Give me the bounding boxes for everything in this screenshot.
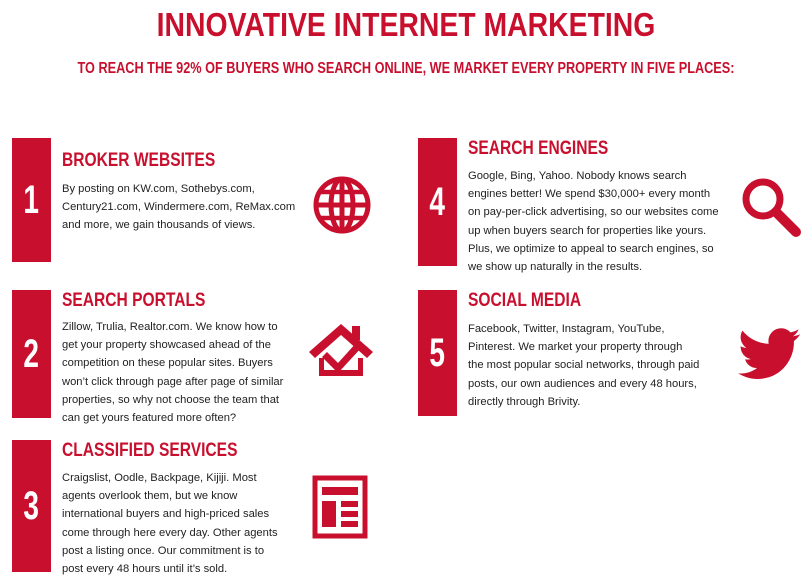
body-line: up when buyers search for properties lik… (468, 224, 707, 237)
body-line: get your property showcased ahead of the (62, 339, 271, 352)
magnifier-icon (742, 178, 801, 237)
section-number: 1 (23, 177, 40, 222)
section-heading: SEARCH ENGINES (468, 138, 609, 159)
section-heading: BROKER WEBSITES (62, 150, 216, 171)
section-body: Google, Bing, Yahoo. Nobody knows search… (468, 167, 719, 276)
globe-icon (313, 176, 371, 234)
body-line: properties, so why not choose the team t… (62, 393, 280, 406)
section-number-badge: 3 (12, 440, 51, 572)
body-line: post every 48 hours until it’s sold. (62, 563, 228, 576)
section-number: 2 (23, 331, 40, 376)
section-number: 4 (429, 179, 446, 224)
body-line: Facebook, Twitter, Instagram, YouTube, (468, 323, 665, 335)
body-line: come through here every day. Other agent… (62, 526, 278, 539)
section-body: Zillow, Trulia, Realtor.com. We know how… (62, 318, 283, 427)
body-line: post a listing once. Our commitment is t… (62, 544, 265, 557)
body-line: and more, we gain thousands of views. (62, 219, 256, 232)
section-body: Craigslist, Oodle, Backpage, Kijiji. Mos… (62, 469, 278, 578)
body-line: the most popular social networks, throug… (468, 359, 700, 372)
section-number: 3 (23, 483, 40, 528)
body-line: Plus, we optimize to appeal to search en… (468, 242, 714, 255)
body-line: Zillow, Trulia, Realtor.com. We know how… (62, 321, 278, 333)
body-line: international buyers and high-priced sal… (62, 508, 270, 521)
section-number-badge: 5 (418, 290, 457, 416)
section-number-badge: 1 (12, 138, 51, 262)
page-title: INNOVATIVE INTERNET MARKETING (156, 6, 656, 43)
classified-layout-icon (312, 475, 368, 539)
body-line: engines better! We spend $30,000+ every … (468, 188, 711, 201)
body-line: By posting on KW.com, Sothebys.com, (62, 183, 255, 195)
page-subtitle: TO REACH THE 92% OF BUYERS WHO SEARCH ON… (77, 60, 735, 77)
body-line: agents overlook them, but we know (62, 490, 238, 503)
section-body: By posting on KW.com, Sothebys.com, Cent… (62, 180, 295, 235)
section-body: Facebook, Twitter, Instagram, YouTube, P… (468, 320, 699, 411)
body-line: on pay-per-click advertising, so our web… (468, 206, 719, 219)
body-line: competition on these popular sites. Buye… (62, 357, 273, 370)
body-line: Pinterest. We market your property throu… (468, 341, 683, 354)
body-line: can get yours featured more often? (62, 412, 237, 425)
section-heading: SOCIAL MEDIA (468, 290, 582, 311)
section-number-badge: 2 (12, 290, 51, 418)
house-check-icon (309, 324, 373, 376)
body-line: Craigslist, Oodle, Backpage, Kijiji. Mos… (62, 472, 257, 484)
body-line: Google, Bing, Yahoo. Nobody knows search (468, 170, 687, 182)
section-number: 5 (429, 330, 446, 375)
bird-icon (738, 328, 801, 379)
body-line: Century21.com, Windermere.com, ReMax.com (62, 201, 296, 214)
body-line: directly through Brivity. (468, 395, 581, 408)
section-heading: SEARCH PORTALS (62, 290, 206, 311)
section-number-badge: 4 (418, 138, 457, 266)
body-line: posts, our own audiences and every 48 ho… (468, 377, 697, 390)
section-heading: CLASSIFIED SERVICES (62, 440, 238, 461)
body-line: won’t click through page after page of s… (62, 375, 284, 388)
body-line: we show up naturally in the results. (468, 261, 643, 274)
